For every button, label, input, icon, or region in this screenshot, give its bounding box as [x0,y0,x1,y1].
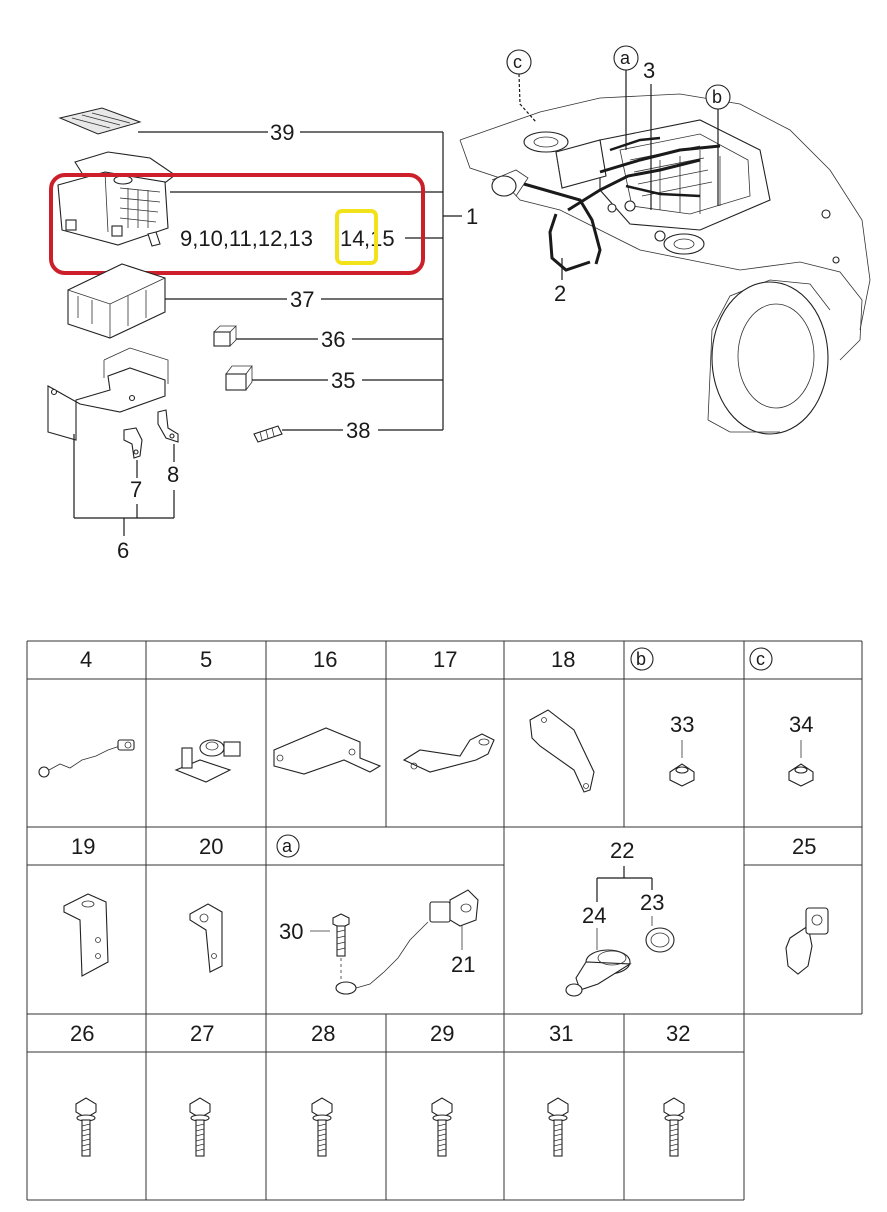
table-header-22: 22 [610,838,634,863]
clip-7-part [123,427,143,459]
callout-8: 8 [167,462,179,487]
part-label-30: 30 [279,919,303,944]
table-header-16: 16 [313,647,337,672]
bolt-part-30 [332,913,350,957]
table-header-18: 18 [551,647,575,672]
table-header-4: 4 [80,647,92,672]
table-header-5: 5 [200,647,212,672]
part-label-34: 34 [789,712,813,737]
table-header-b-circle [630,647,654,671]
callout-35: 35 [331,368,355,393]
callout-a: a [620,48,631,68]
clip-8-part [157,409,179,443]
bolt-part-27 [189,1097,211,1157]
grommet-part-24 [565,949,632,997]
relay-small-part [213,325,237,347]
part-label-33: 33 [670,712,694,737]
part-label-21: 21 [451,952,475,977]
ground-cable-part-4 [38,739,135,778]
nut-part-34 [788,740,814,787]
bolt-part-28 [311,1097,333,1157]
part-label-23: 23 [640,890,664,915]
callout-3: 3 [643,58,655,83]
callout-36: 36 [321,327,345,352]
table-header-17: 17 [433,647,457,672]
callout-1: 1 [466,204,478,229]
table-header-19: 19 [71,834,95,859]
clamp-part-23 [645,927,675,953]
ground-cable-part-21 [335,889,479,995]
table-header-31: 31 [549,1021,573,1046]
table-header-26: 26 [70,1021,94,1046]
callout-38: 38 [346,418,370,443]
table-header-27: 27 [190,1021,214,1046]
highlight-yellow-box [335,209,378,265]
bracket-part-16 [273,727,382,775]
mounting-bracket-part [47,347,169,441]
fuse-small-part [147,231,161,247]
label-sheet-part [58,107,142,135]
table-header-c: c [756,649,765,669]
table-header-b: b [636,649,646,669]
table-header-20: 20 [199,834,223,859]
clip-part-25 [785,907,829,975]
bracket-part-19 [63,893,109,977]
battery-terminal-part-5 [174,739,241,783]
parts-table [26,640,863,1201]
callout-14: 14 [340,226,364,251]
engine-bay-illustration [459,93,871,435]
bolt-part-32 [663,1097,685,1157]
table-header-c-circle [749,647,773,671]
fuse-box-tray-part [67,263,166,339]
bolt-part-29 [431,1097,453,1157]
callout-39: 39 [270,120,294,145]
table-header-a: a [282,836,293,856]
wiring-harness-part [523,136,721,272]
bracket-part-17 [402,733,495,773]
part-label-24: 24 [582,903,606,928]
table-header-a-circle [276,834,300,858]
table-header-25: 25 [792,834,816,859]
relay-large-part [225,365,253,391]
nut-part-33 [669,740,695,787]
table-header-28: 28 [311,1021,335,1046]
table-header-32: 32 [666,1021,690,1046]
table-header-29: 29 [430,1021,454,1046]
callout-37: 37 [290,287,314,312]
callout-6: 6 [117,538,129,563]
callout-b: b [712,87,722,107]
callout-2: 2 [554,281,566,306]
bolt-part-26 [75,1097,97,1157]
callout-15: ,15 [364,226,395,251]
highlight-red-box [49,173,425,275]
fuse-strip-part [253,425,283,443]
callout-7: 7 [130,477,142,502]
bracket-part-18 [529,709,595,793]
fuse-box-part [57,151,176,246]
bracket-part-20 [189,903,223,973]
callout-9-13: 9,10,11,12,13 [180,226,313,251]
bolt-part-31 [547,1097,569,1157]
callout-c: c [513,52,522,72]
